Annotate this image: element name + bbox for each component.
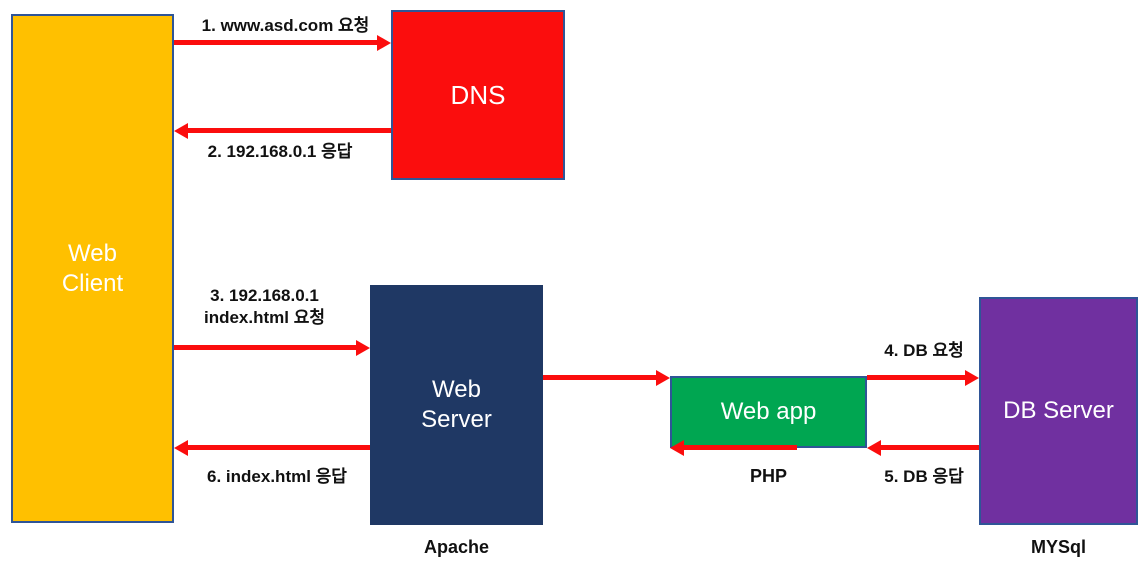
node-web-app: Web app [670, 376, 867, 448]
arrow-step1-client-to-dns [174, 40, 377, 45]
arrow-step2-dns-to-client [188, 128, 391, 133]
flow-label-step3: 3. 192.168.0.1 index.html 요청 [182, 285, 347, 329]
node-web-server-label-line1: Web [432, 376, 481, 403]
flow-label-step1: 1. www.asd.com 요청 [201, 16, 370, 35]
node-web-app-label: Web app [720, 398, 817, 425]
node-web-server: Web Server [370, 285, 543, 525]
web-app-sublabel-php: PHP [749, 466, 787, 486]
db-server-sublabel-mysql: MYSql [1030, 537, 1086, 557]
flow-label-step3-line1: 3. 192.168.0.1 [210, 286, 319, 305]
flow-label-step3-line2: index.html 요청 [203, 308, 325, 327]
node-web-client: Web Client [11, 14, 174, 523]
arrow-step3-client-to-webserver [174, 345, 356, 350]
flow-label-step4: 4. DB 요청 [884, 341, 964, 360]
node-dns: DNS [391, 10, 565, 180]
arrow-webapp-to-webserver [684, 445, 797, 450]
flow-label-step6: 6. index.html 응답 [207, 467, 347, 486]
node-dns-label: DNS [450, 80, 506, 110]
node-web-server-label-line2: Server [421, 406, 492, 433]
arrow-step6-webserver-to-client [188, 445, 370, 450]
arrow-step5-dbserver-to-webapp [881, 445, 979, 450]
flow-label-step2: 2. 192.168.0.1 응답 [207, 142, 353, 161]
node-web-client-label-line2: Client [61, 269, 124, 297]
flow-label-step5: 5. DB 응답 [884, 467, 964, 486]
node-db-server: DB Server [979, 297, 1138, 525]
node-db-server-label: DB Server [1003, 397, 1114, 424]
node-web-client-label-line1: Web [68, 239, 117, 267]
arrow-step4-webapp-to-dbserver [867, 375, 965, 380]
web-server-sublabel-apache: Apache [423, 537, 490, 557]
arrow-webserver-to-webapp [543, 375, 656, 380]
